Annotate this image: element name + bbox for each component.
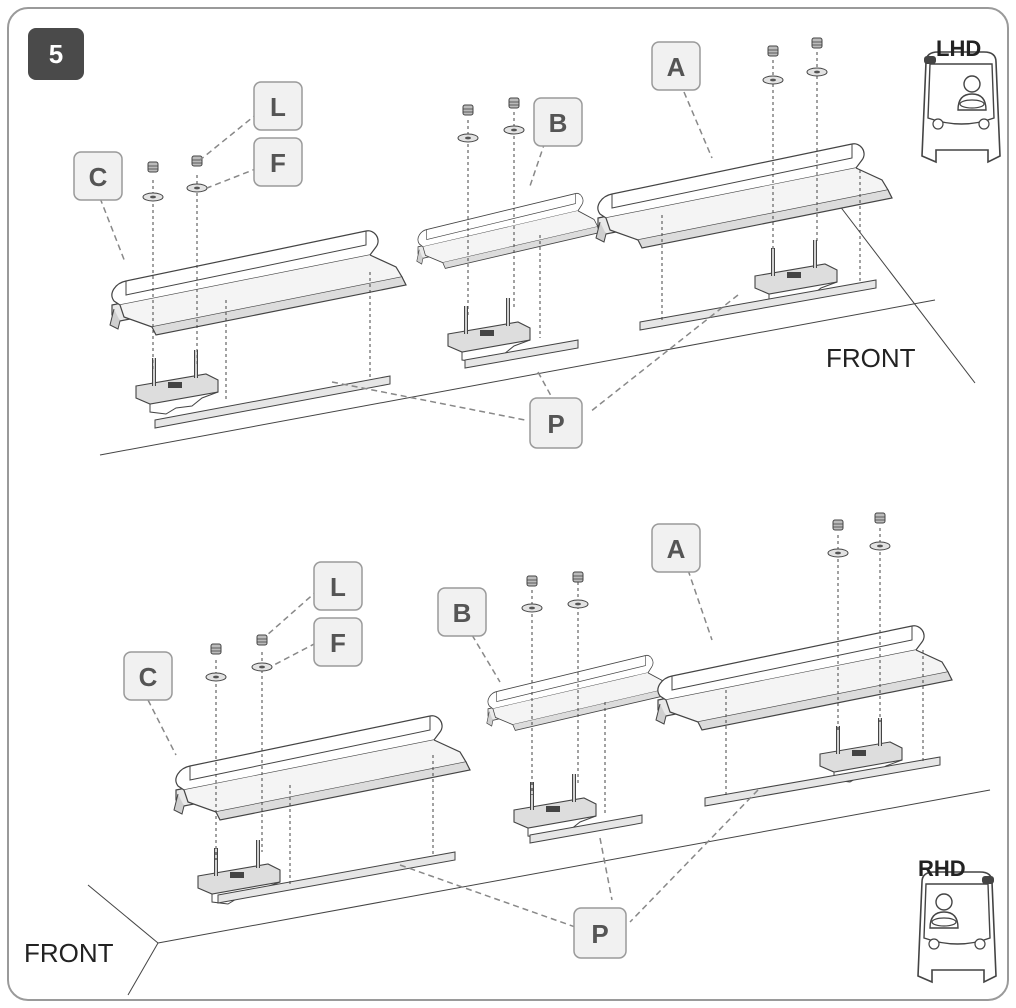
front-label-bottom: FRONT — [24, 938, 114, 968]
lhd-vehicle-icon — [921, 51, 1001, 164]
callout-b-top: B — [533, 97, 583, 147]
rhd-label: RHD — [918, 856, 966, 881]
callout-c-top: C — [73, 151, 123, 201]
svg-text:C: C — [139, 662, 158, 692]
callout-f-bottom: F — [313, 617, 363, 667]
rail-c-bottom — [173, 715, 471, 821]
top-assembly — [99, 37, 976, 456]
pedestal-c — [134, 348, 220, 416]
callout-c-bottom: C — [123, 651, 173, 701]
svg-text:P: P — [547, 409, 564, 439]
rail-b — [416, 192, 601, 269]
callout-l-top: L — [253, 81, 303, 131]
rail-c — [109, 230, 407, 336]
rhd-vehicle-icon — [917, 871, 997, 984]
pad-strip-b — [464, 339, 579, 369]
bottom-assembly — [87, 512, 991, 996]
pad-strip-c-bottom — [217, 851, 456, 904]
svg-text:F: F — [330, 628, 346, 658]
pad-strip-a — [639, 279, 877, 331]
callout-a-bottom: A — [651, 523, 701, 573]
callout-p-top: P — [529, 397, 583, 449]
rail-a-bottom — [655, 625, 953, 731]
callout-b-bottom: B — [437, 587, 487, 637]
svg-text:C: C — [89, 162, 108, 192]
callout-f-top: F — [253, 137, 303, 187]
svg-text:B: B — [549, 108, 568, 138]
svg-text:L: L — [330, 572, 346, 602]
svg-text:A: A — [667, 534, 686, 564]
diagram-frame — [7, 7, 1009, 1001]
front-label-top: FRONT — [826, 343, 916, 373]
pad-strip-c — [154, 375, 391, 429]
rail-b-bottom — [486, 654, 671, 731]
callout-p-bottom: P — [573, 907, 627, 959]
svg-text:F: F — [270, 148, 286, 178]
pad-strip-a-bottom — [704, 756, 941, 807]
svg-text:L: L — [270, 92, 286, 122]
svg-text:P: P — [591, 919, 608, 949]
rail-a — [595, 143, 893, 249]
pad-strip-b-bottom — [529, 814, 643, 844]
callout-l-bottom: L — [313, 561, 363, 611]
svg-text:B: B — [453, 598, 472, 628]
svg-text:A: A — [667, 52, 686, 82]
step-number-badge: 5 — [28, 28, 84, 80]
lhd-label: LHD — [936, 36, 981, 61]
callout-a-top: A — [651, 41, 701, 91]
